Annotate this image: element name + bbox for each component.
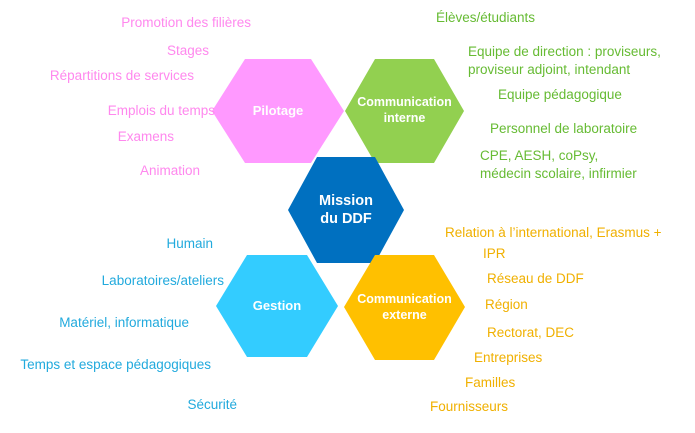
pilotage-item: Examens xyxy=(117,129,174,144)
communication-interne-item: Equipe de direction : proviseurs, provis… xyxy=(468,44,661,78)
communication-externe-item: Entreprises xyxy=(474,350,543,365)
gestion-item: Matériel, informatique xyxy=(59,315,189,330)
communication-externe-item: Réseau de DDF xyxy=(487,271,584,286)
communication-externe-item: Familles xyxy=(465,375,516,390)
communication-externe-item: IPR xyxy=(483,246,506,261)
communication-externe-label: Communication externe xyxy=(357,291,452,322)
communication-externe-item: Fournisseurs xyxy=(430,399,509,414)
pilotage-hexagon xyxy=(212,59,344,163)
gestion-hexagon xyxy=(216,255,338,357)
gestion-item: Temps et espace pédagogiques xyxy=(20,357,211,372)
communication-interne-label: Communication interne xyxy=(357,95,452,125)
gestion-item: Laboratoires/ateliers xyxy=(101,273,224,288)
pilotage-item: Animation xyxy=(139,163,200,178)
gestion-item: Sécurité xyxy=(187,397,237,412)
pilotage-item: Promotion des filières xyxy=(121,15,251,30)
communication-interne-item: Equipe pédagogique xyxy=(498,87,622,102)
pilotage-item: Stages xyxy=(166,43,209,58)
communication-externe-item: Rectorat, DEC xyxy=(487,325,575,340)
communication-externe-item: Relation à l’international, Erasmus + xyxy=(445,225,662,240)
gestion-label: Gestion xyxy=(252,297,302,313)
communication-externe-item: Région xyxy=(485,297,528,312)
pilotage-item: Répartitions de services xyxy=(49,68,194,83)
pilotage-label: Pilotage xyxy=(252,102,304,118)
mission-label: Mission du DDF xyxy=(319,192,373,227)
communication-externe-hexagon xyxy=(344,255,465,360)
communication-interne-item: Personnel de laboratoire xyxy=(490,121,638,136)
mission-hexagon xyxy=(288,157,404,263)
communication-interne-hexagon xyxy=(345,59,464,163)
communication-interne-item: CPE, AESH, coPsy, médecin scolaire, infi… xyxy=(480,148,637,182)
communication-interne-item: Élèves/étudiants xyxy=(436,10,536,25)
pilotage-item: Emplois du temps xyxy=(107,103,215,118)
gestion-item: Humain xyxy=(166,236,213,251)
